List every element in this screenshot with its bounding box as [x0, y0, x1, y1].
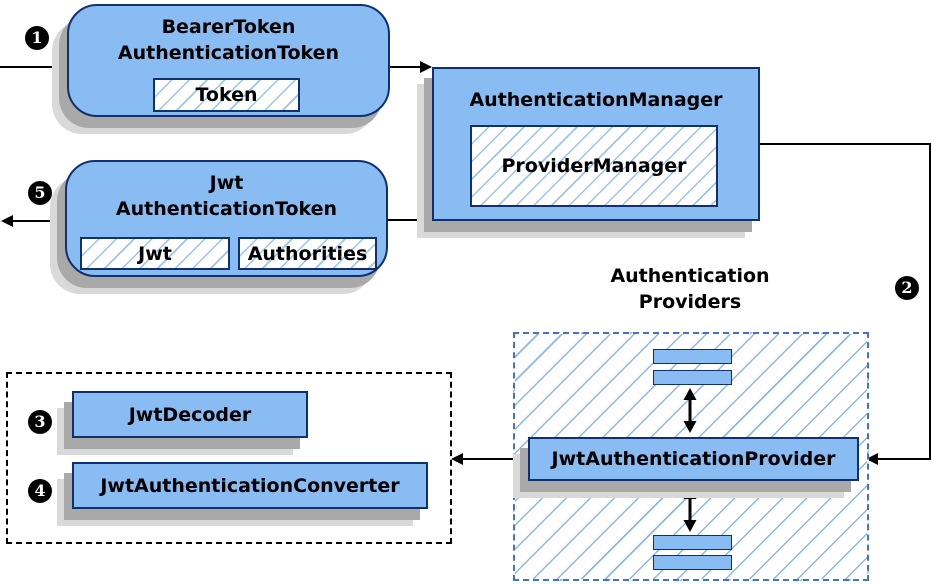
bearer-token-title-line1: BearerToken — [161, 16, 296, 38]
step-3-badge: 3 — [28, 410, 52, 434]
provider-placeholder-bar — [653, 349, 732, 364]
connector-provider-to-decoder-group — [463, 458, 513, 460]
step-3-number: 3 — [34, 412, 46, 431]
provider-placeholder-bar — [653, 535, 732, 550]
decoder-converter-group-box — [6, 372, 452, 544]
arrowhead-into-decoder-group-icon — [451, 453, 463, 465]
provider-manager-box: ProviderManager — [470, 125, 718, 207]
provider-placeholder-bar — [653, 555, 732, 570]
step-2-number: 2 — [901, 278, 913, 297]
bearer-token-title-line2: AuthenticationToken — [117, 42, 340, 64]
authentication-providers-label-line1: Authentication — [610, 265, 770, 287]
step-5-badge: 5 — [28, 181, 52, 205]
step-4-badge: 4 — [28, 479, 52, 503]
connector-response-out — [12, 220, 65, 222]
arrowhead-into-jwt-authentication-provider-icon — [866, 453, 878, 465]
jwt-field-box: Jwt — [80, 237, 230, 270]
step-1-number: 1 — [31, 28, 43, 47]
authentication-manager-box: AuthenticationManager ProviderManager — [432, 67, 760, 221]
connector-into-jwt-authentication-provider — [878, 458, 931, 460]
jwt-authentication-token-box: Jwt AuthenticationToken Jwt Authorities — [65, 160, 388, 277]
connector-request-in — [0, 66, 60, 68]
step-1-badge: 1 — [25, 26, 49, 50]
jwt-authentication-converter-box: JwtAuthenticationConverter — [72, 462, 428, 509]
connector-bearer-to-manager — [390, 66, 422, 68]
double-arrow-bottom-icon — [683, 487, 697, 532]
bearer-token-authentication-token-box: BearerToken AuthenticationToken Token — [67, 4, 390, 117]
provider-manager-label: ProviderManager — [501, 155, 687, 177]
authentication-providers-label-line2: Providers — [638, 291, 742, 313]
jwt-decoder-label: JwtDecoder — [128, 403, 252, 426]
double-arrow-top-icon — [683, 388, 697, 433]
jwt-authentication-converter-label: JwtAuthenticationConverter — [100, 474, 400, 497]
jwt-decoder-box: JwtDecoder — [72, 391, 308, 438]
step-2-badge: 2 — [895, 276, 919, 300]
token-field-label: Token — [195, 84, 258, 106]
bearer-token-box-title: BearerToken AuthenticationToken — [69, 14, 388, 66]
connector-manager-to-jwt-token — [388, 219, 432, 221]
token-field-box: Token — [153, 78, 300, 112]
authorities-field-box: Authorities — [238, 237, 377, 270]
connector-manager-to-provider-horizontal — [759, 143, 931, 145]
authentication-providers-label: Authentication Providers — [570, 263, 810, 315]
step-5-number: 5 — [34, 183, 46, 202]
jwt-authentication-provider-box: JwtAuthenticationProvider — [528, 437, 859, 481]
jwt-field-label: Jwt — [138, 242, 172, 265]
arrowhead-into-authentication-manager-icon — [420, 61, 432, 73]
authorities-field-label: Authorities — [247, 242, 368, 265]
jwt-token-box-title: Jwt AuthenticationToken — [67, 170, 386, 222]
connector-manager-to-provider-vertical — [929, 143, 931, 460]
authentication-manager-title: AuthenticationManager — [469, 89, 723, 111]
step-4-number: 4 — [34, 481, 46, 500]
jwt-token-title-line1: Jwt — [209, 172, 244, 194]
provider-placeholder-bar — [653, 370, 732, 385]
jwt-token-title-line2: AuthenticationToken — [115, 198, 338, 220]
jwt-authentication-provider-label: JwtAuthenticationProvider — [551, 448, 836, 470]
arrowhead-response-out-icon — [1, 215, 13, 227]
